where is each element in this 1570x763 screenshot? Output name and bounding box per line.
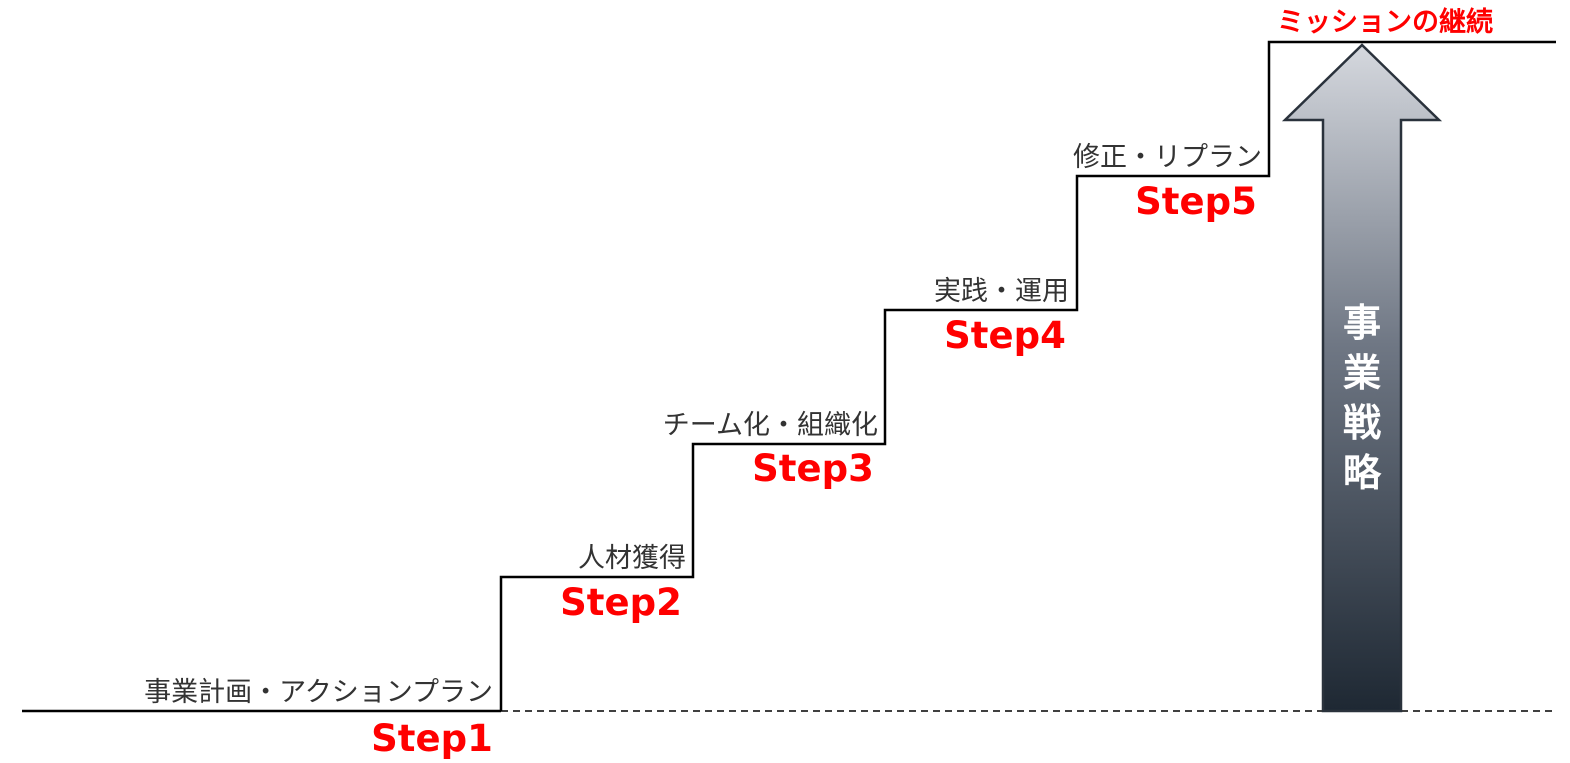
step3-label: Step3	[752, 447, 874, 490]
strategy-char-4: 略	[1343, 451, 1382, 495]
step4-label: Step4	[944, 314, 1066, 357]
step2-label: Step2	[560, 581, 682, 624]
mission-label: ミッションの継続	[1277, 6, 1493, 38]
step5-label: Step5	[1135, 180, 1257, 223]
strategy-label: 事 業 戦 略	[1343, 301, 1382, 495]
strategy-char-1: 事	[1343, 301, 1381, 345]
strategy-char-2: 業	[1343, 351, 1381, 395]
step2-description: 人材獲得	[578, 543, 686, 574]
strategy-char-3: 戦	[1343, 401, 1381, 445]
step1-label: Step1	[371, 717, 493, 759]
step3-description: チーム化・組織化	[663, 410, 878, 441]
staircase-line	[499, 40, 1556, 711]
step5-description: 修正・リプラン	[1073, 142, 1262, 173]
step1-description: 事業計画・アクションプラン	[144, 677, 493, 708]
step4-description: 実践・運用	[934, 276, 1069, 307]
strategy-arrow	[1281, 43, 1443, 713]
